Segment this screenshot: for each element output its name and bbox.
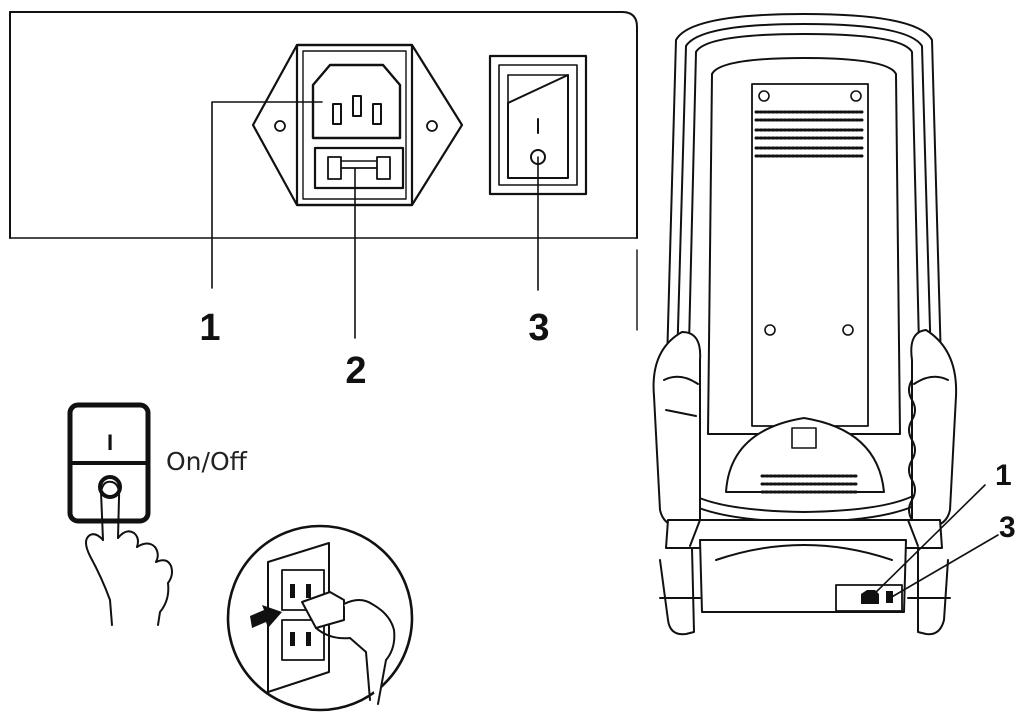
chair-leader-lines — [869, 484, 999, 599]
plug-icon — [301, 591, 345, 629]
unplug-inset — [226, 524, 414, 712]
hand-icon — [343, 599, 396, 705]
outlet-bottom-icon — [281, 619, 325, 661]
power-inlet-plate — [251, 43, 464, 207]
chair-callout-3: 3 — [999, 511, 1016, 544]
callout-2: 2 — [345, 350, 366, 392]
vent-grille-icon — [754, 110, 864, 158]
lower-vent-icon — [760, 474, 860, 494]
mini-switch-icon — [886, 591, 893, 603]
callout-1: 1 — [199, 307, 220, 349]
rear-panel — [9, 11, 638, 331]
power-inlet-socket — [311, 63, 402, 140]
callout-3: 3 — [528, 307, 549, 349]
on-off-switch-illustration — [67, 402, 151, 524]
switch-on-mark: I — [107, 430, 113, 455]
massage-chair — [652, 13, 958, 636]
screw-hole-icon — [426, 120, 438, 132]
outlet-top-icon — [281, 569, 325, 611]
on-off-label: On/Off — [166, 447, 248, 476]
connector-box — [835, 584, 903, 612]
leader-lines — [211, 101, 539, 339]
off-button-icon — [98, 475, 122, 499]
arrow-icon — [250, 605, 282, 628]
fuse-holder — [313, 146, 405, 190]
chair-callout-1: 1 — [995, 459, 1012, 492]
pressing-hand-icon — [85, 480, 173, 626]
screw-hole-icon — [274, 120, 286, 132]
